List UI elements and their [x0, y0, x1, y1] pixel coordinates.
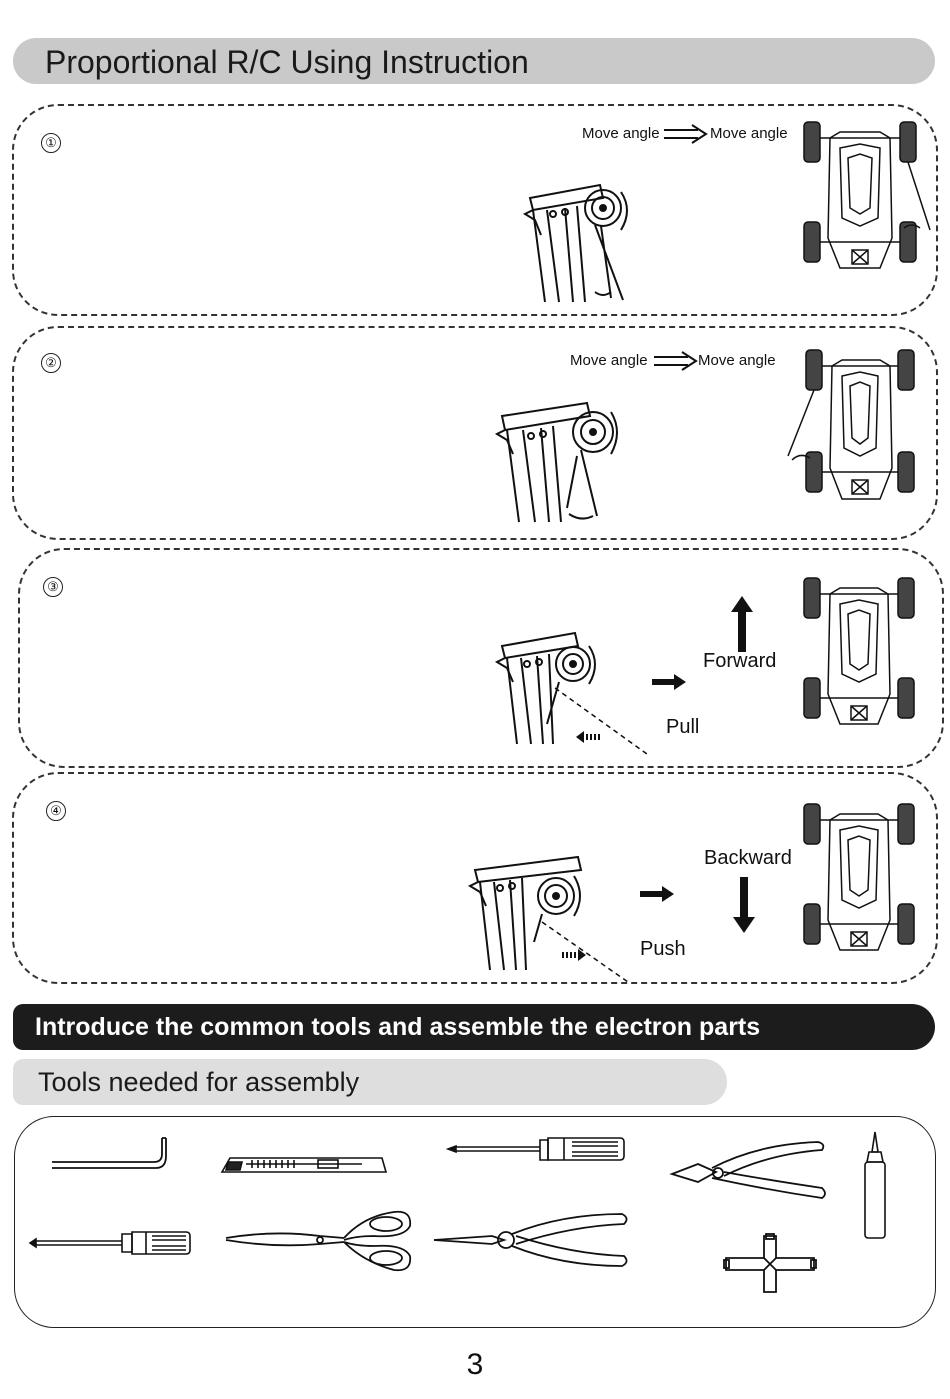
rc-car-icon	[788, 344, 928, 519]
push-arrow-icon	[562, 949, 586, 961]
step-2-from-label: Move angle	[570, 352, 648, 369]
rc-car-icon	[800, 800, 920, 970]
step-1-to-label: Move angle	[710, 125, 788, 142]
up-arrow-icon	[731, 596, 753, 652]
cross-wrench-icon	[724, 1234, 816, 1294]
transmitter-icon	[525, 180, 630, 305]
right-arrow-icon	[652, 674, 686, 690]
side-cutters-icon	[668, 1138, 828, 1206]
tools-subtitle-bar: Tools needed for assembly	[13, 1059, 727, 1105]
rc-car-icon	[800, 574, 920, 742]
scissors-icon	[224, 1206, 414, 1276]
forward-label: Forward	[703, 650, 776, 673]
pull-arrow-icon	[576, 731, 600, 743]
flat-screwdriver-icon	[30, 1228, 192, 1258]
pull-label: Pull	[666, 716, 699, 739]
step-1-number: ①	[41, 133, 61, 153]
backward-label: Backward	[704, 847, 792, 870]
needle-nose-pliers-icon	[432, 1210, 632, 1272]
page-title: Proportional R/C Using Instruction	[45, 44, 529, 81]
phillips-screwdriver-icon	[448, 1134, 626, 1168]
double-arrow-icon	[654, 351, 698, 373]
step-4-number: ④	[46, 801, 66, 821]
down-arrow-icon	[733, 877, 755, 933]
transmitter-icon	[497, 398, 622, 524]
hex-key-icon	[50, 1136, 166, 1170]
right-arrow-icon	[640, 886, 674, 902]
page-number: 3	[0, 1348, 950, 1382]
step-1-from-label: Move angle	[582, 125, 660, 142]
step-2-number: ②	[41, 353, 61, 373]
double-arrow-icon	[664, 124, 708, 146]
push-label: Push	[640, 938, 686, 961]
transmitter-icon	[497, 628, 602, 746]
rc-car-icon	[800, 118, 940, 288]
tools-section-title-bar: Introduce the common tools and assemble …	[13, 1004, 935, 1050]
tools-subtitle: Tools needed for assembly	[38, 1067, 359, 1098]
step-3-number: ③	[43, 577, 63, 597]
utility-knife-icon	[222, 1152, 388, 1174]
section-title-bar: Proportional R/C Using Instruction	[13, 38, 935, 84]
oil-bottle-icon	[863, 1132, 887, 1240]
tools-section-title: Introduce the common tools and assemble …	[35, 1013, 760, 1042]
step-2-to-label: Move angle	[698, 352, 776, 369]
